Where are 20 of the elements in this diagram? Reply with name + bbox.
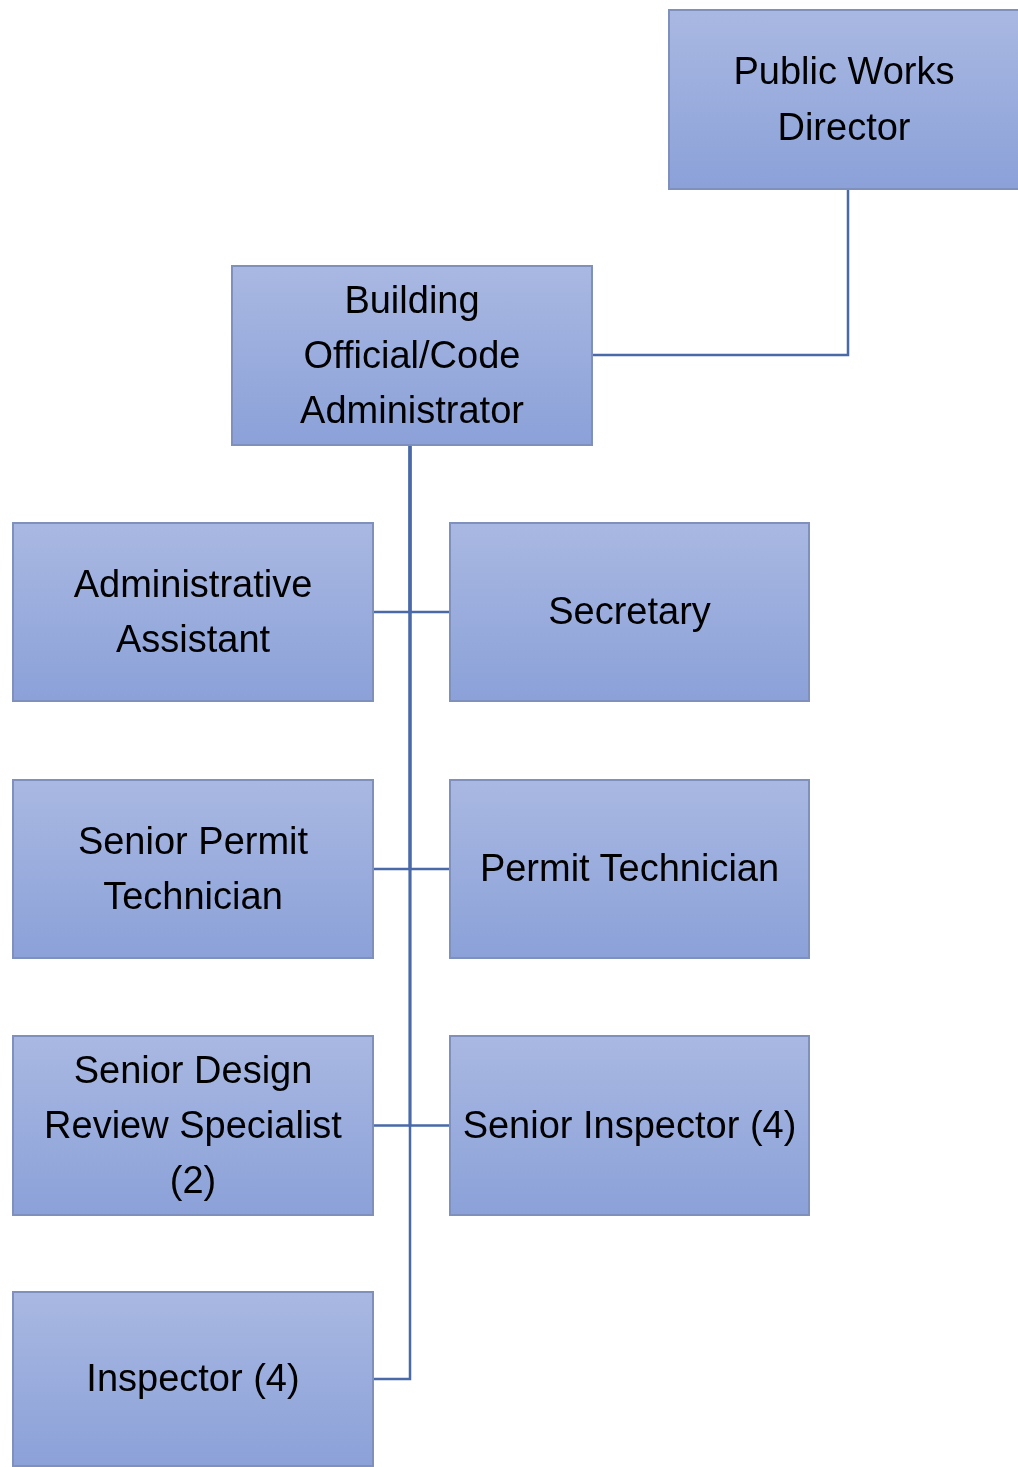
position-title: Permit Technician	[479, 846, 780, 892]
position-title: Inspector (4)	[86, 1356, 300, 1402]
position-box	[12, 779, 374, 959]
connector-line	[593, 190, 850, 357]
position-title: Building Official/Code Administrator	[299, 277, 525, 434]
position-box	[449, 779, 810, 959]
position-box	[449, 522, 810, 702]
position-box	[12, 522, 374, 702]
position-box	[12, 1291, 374, 1467]
position-box	[449, 1035, 810, 1216]
position-box	[231, 265, 593, 446]
position-title: Senior Design Review Specialist (2)	[43, 1047, 343, 1204]
position-title: Administrative Assistant	[72, 561, 314, 662]
position-box	[12, 1035, 374, 1216]
position-box	[668, 9, 1018, 190]
position-title: Secretary	[548, 589, 711, 635]
position-title: Public Works Director	[732, 49, 956, 150]
position-title: Senior Inspector (4)	[462, 1102, 797, 1148]
position-title: Senior Permit Technician	[76, 818, 310, 919]
connector-line	[374, 446, 412, 1381]
